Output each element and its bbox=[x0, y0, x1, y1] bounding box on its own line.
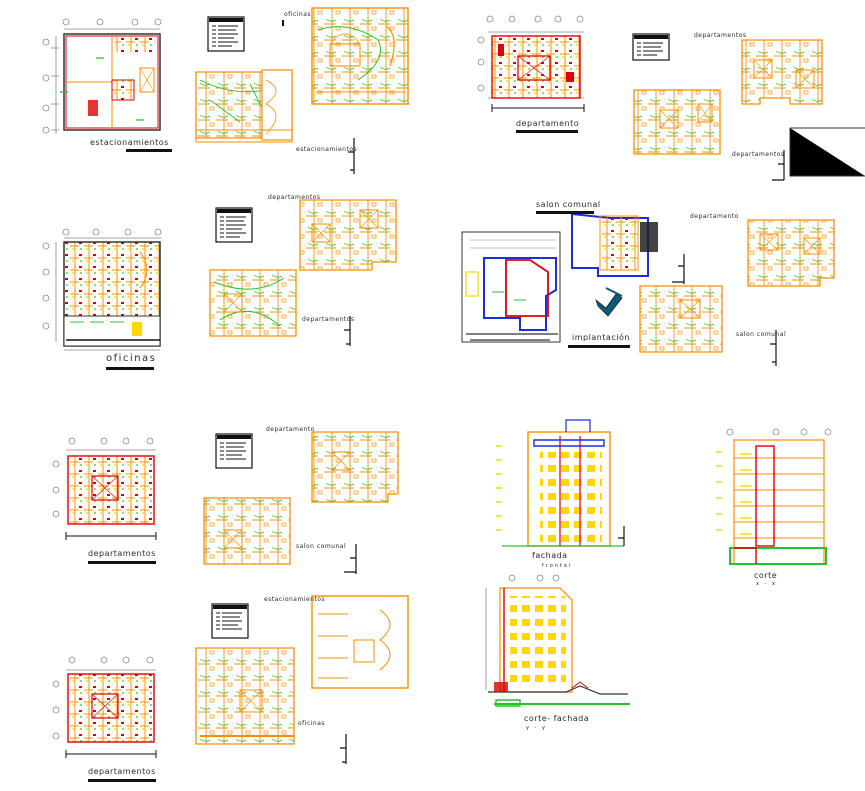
title-estacionamientos-2: estacionamientos bbox=[296, 146, 358, 153]
title-underline bbox=[536, 211, 594, 214]
title-departamento-mid-right: departamento bbox=[690, 213, 739, 220]
plan-oficinas-main bbox=[42, 228, 162, 351]
title-fachada-sub: frontal bbox=[542, 563, 573, 569]
legend-table-3 bbox=[215, 207, 253, 243]
title-departamentos-right: departamentos bbox=[694, 32, 747, 39]
legend-table-1 bbox=[207, 16, 245, 52]
plan-salon-comunal-lower bbox=[203, 431, 399, 574]
plan-oficinas-small bbox=[195, 69, 293, 143]
title-departamentos-mid: departamentos bbox=[268, 194, 321, 201]
plan-departamentos-lower bbox=[52, 437, 157, 540]
title-oficinas-small: oficinas bbox=[284, 11, 312, 18]
title-departamentos-mid-2: departamentos bbox=[302, 316, 355, 323]
title-departamento: departamento bbox=[516, 119, 580, 128]
legend-table-2 bbox=[632, 33, 670, 61]
plan-implantacion bbox=[461, 212, 658, 343]
title-salon-comunal-right: salon comunal bbox=[736, 331, 787, 338]
title-implantacion: implantación bbox=[572, 333, 630, 342]
title-departamentos-lower: departamentos bbox=[88, 549, 156, 558]
plan-departamento-main bbox=[477, 15, 585, 112]
title-underline bbox=[126, 149, 172, 152]
title-salon-comunal-lower: salon comunal bbox=[296, 543, 347, 550]
section-corte-fachada-yy bbox=[485, 574, 630, 707]
title-underline bbox=[282, 20, 284, 26]
plan-departamentos-bottom bbox=[52, 656, 157, 758]
title-oficinas: oficinas bbox=[106, 353, 157, 364]
plan-salon-comunal bbox=[639, 219, 835, 366]
title-departamentos-right-2: departamentos bbox=[732, 151, 785, 158]
plan-departamentos-mid bbox=[209, 199, 397, 346]
title-departamento-lower: departamento bbox=[266, 426, 315, 433]
title-underline bbox=[568, 345, 630, 348]
title-salon-comunal: salon comunal bbox=[536, 200, 601, 209]
title-estacionamientos-bottom: estacionamientos bbox=[264, 596, 326, 603]
title-fachada: fachada bbox=[532, 551, 568, 560]
title-corte-fachada: corte- fachada bbox=[524, 714, 590, 723]
plan-estacionamientos bbox=[42, 18, 162, 134]
plan-estacionamientos-bottom bbox=[195, 595, 409, 764]
elevation-fachada-frontal bbox=[496, 419, 625, 547]
legend-table-5 bbox=[211, 603, 249, 639]
title-corte: corte bbox=[754, 571, 778, 580]
title-underline bbox=[106, 367, 154, 370]
legend-table-4 bbox=[215, 433, 253, 469]
section-corte-xx bbox=[716, 428, 832, 565]
title-underline bbox=[88, 779, 156, 782]
title-corte-fachada-sub: y - y bbox=[526, 725, 547, 731]
title-oficinas-bottom: oficinas bbox=[298, 720, 326, 727]
title-underline bbox=[516, 130, 578, 133]
plan-departamentos-upper-right bbox=[633, 39, 865, 181]
title-departamentos-bottom: departamentos bbox=[88, 767, 156, 776]
title-estacionamientos: estacionamientos bbox=[90, 138, 169, 147]
title-underline bbox=[88, 561, 156, 564]
title-corte-sub: x - x bbox=[756, 581, 777, 587]
plan-estacionamientos-2 bbox=[311, 7, 410, 174]
